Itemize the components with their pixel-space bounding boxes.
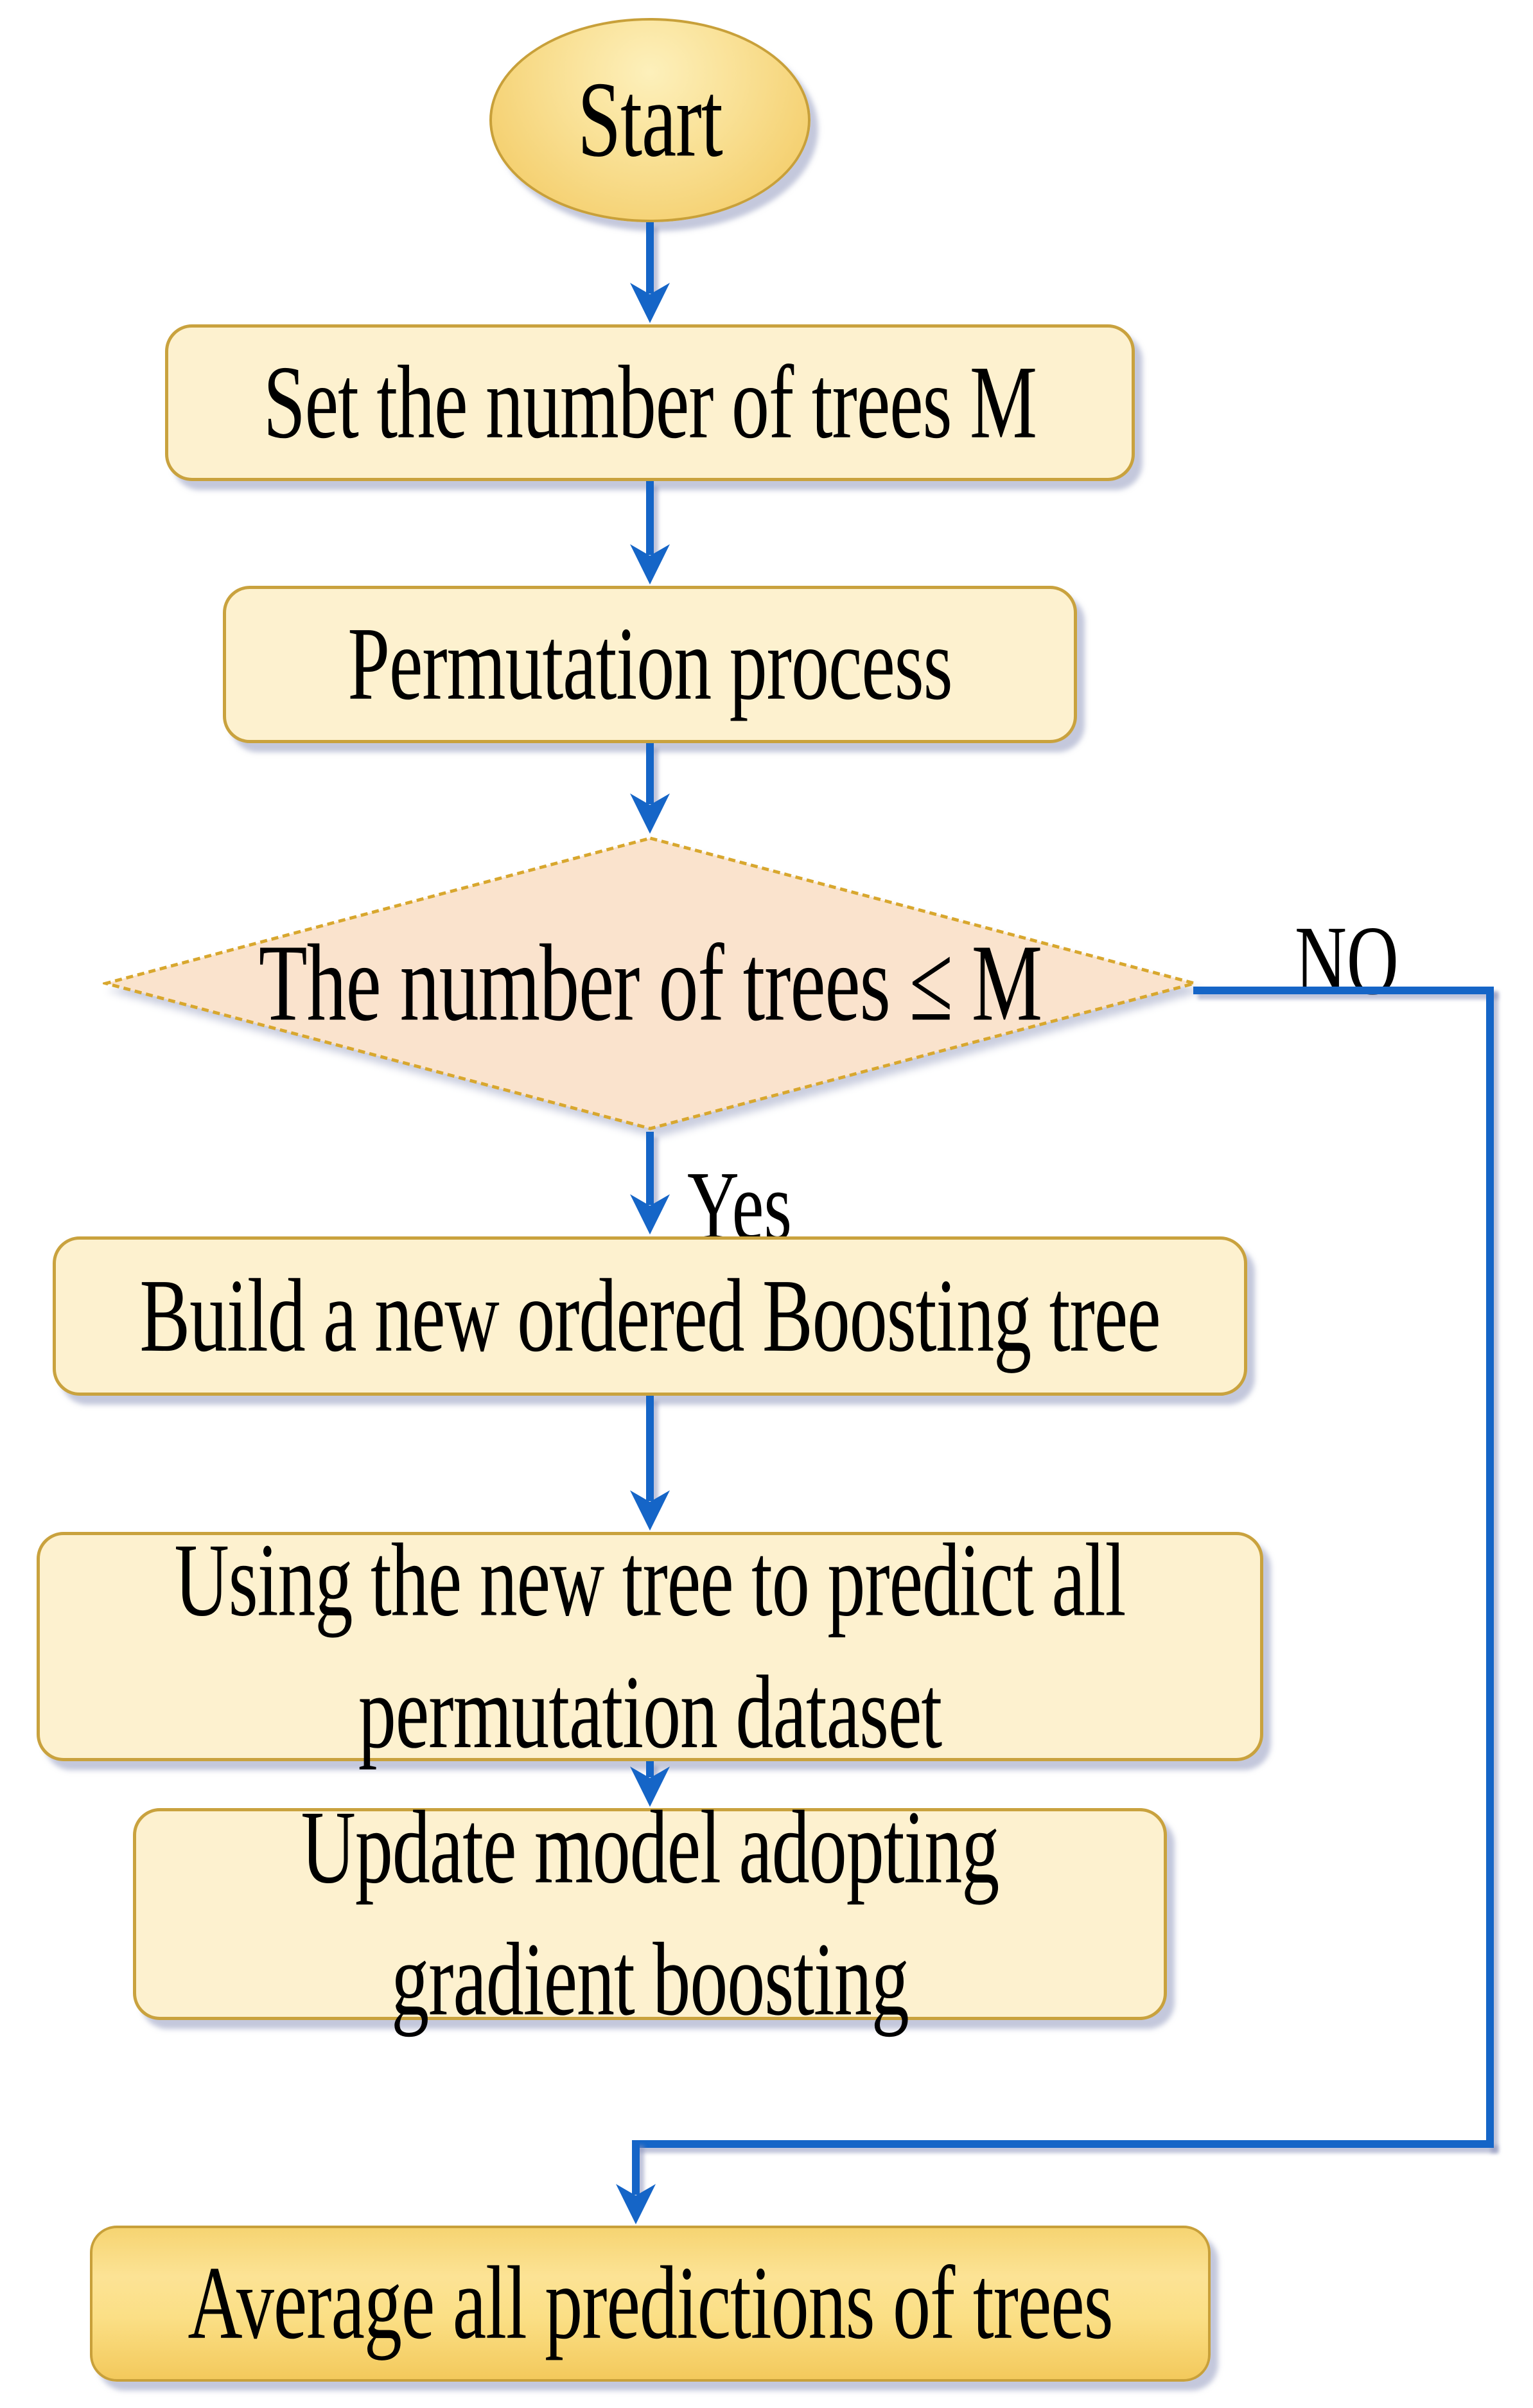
node-set-trees: Set the number of trees M <box>165 324 1135 481</box>
node-predict-label: Using the new tree to predict all permut… <box>174 1522 1126 1770</box>
node-decision-shape <box>103 836 1198 1130</box>
arrow-permutation-to-decision-shaft <box>646 743 654 804</box>
arrow-predict-to-update-shaft <box>646 1761 654 1777</box>
node-average: Average all predictions of trees <box>90 2226 1211 2382</box>
arrow-to-average-shaft <box>632 2140 640 2195</box>
node-build-tree: Build a new ordered Boosting tree <box>53 1236 1247 1396</box>
node-permutation: Permutation process <box>223 586 1077 743</box>
no-branch-label: NO <box>1295 906 1399 1016</box>
node-permutation-label: Permutation process <box>347 605 952 722</box>
node-update-model-label: Update model adopting gradient boosting <box>301 1789 1000 2037</box>
node-predict: Using the new tree to predict all permut… <box>37 1522 1263 1770</box>
node-start-label: Start <box>577 60 723 180</box>
node-decision-label: The number of trees ≤ M <box>258 922 1042 1044</box>
node-start: Start <box>489 18 810 222</box>
node-build-tree-label: Build a new ordered Boosting tree <box>139 1257 1161 1374</box>
arrow-set-to-permutation-shaft <box>646 481 654 555</box>
node-update-model: Update model adopting gradient boosting <box>133 1789 1167 2037</box>
no-branch-line-right <box>1486 987 1494 2148</box>
no-branch-line-bottom <box>632 2140 1494 2148</box>
arrow-start-to-set-shaft <box>646 222 654 294</box>
node-average-label: Average all predictions of trees <box>188 2244 1113 2361</box>
arrow-build-to-predict-shaft <box>646 1396 654 1501</box>
no-branch-line-top <box>1193 987 1494 994</box>
arrow-yes-shaft <box>646 1132 654 1205</box>
node-decision: The number of trees ≤ M <box>103 835 1198 1132</box>
node-set-trees-label: Set the number of trees M <box>263 344 1037 461</box>
